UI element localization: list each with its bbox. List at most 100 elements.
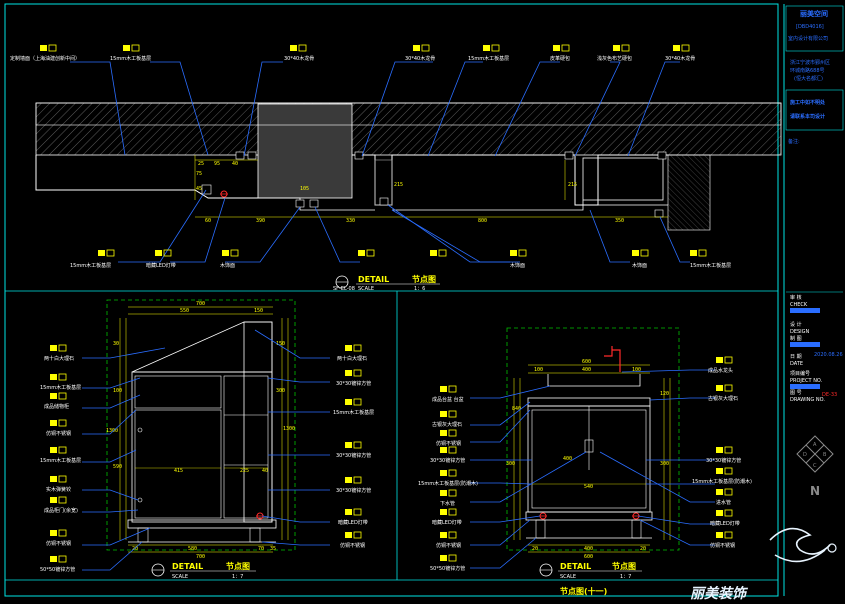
right-leaders [470, 369, 715, 569]
tb-field-4: 制 图 [790, 335, 802, 342]
ldim-side-3: 1300 [283, 426, 295, 432]
dim-small-5: 215 [394, 182, 403, 188]
compass-b: B [823, 452, 827, 458]
ldim-mid-2: 40 [262, 468, 268, 474]
dim-small-2: 40 [232, 161, 238, 167]
tb-notice1: 施工中如不明处 [789, 99, 826, 106]
dim-small-4: 45 [196, 186, 202, 192]
top-label-0: 定制墙面（上海油建创新中间） [10, 55, 80, 62]
tb-sub2: 室内设计有限公司 [788, 35, 828, 42]
rdim-top-0: 600 [582, 359, 591, 365]
left-llabel-7: 仿铜不锈钢 [46, 540, 71, 547]
left-rlabel-3: 30*30镀锌方管 [336, 452, 371, 459]
tb-field-0: 审 核 [790, 294, 802, 301]
left-detail-title: DETAIL 节点图 SCALE 1：7 [151, 561, 256, 580]
dim-bottom-3: 800 [478, 218, 487, 224]
right-llabel-1: 古银灰大理石 [432, 421, 462, 428]
right-llabel-4: 15mm木工板基层(防潮木) [418, 480, 478, 487]
dim-small-1: 95 [214, 161, 220, 167]
top-detail-title: SF-EL-08 DETAIL 节点图 SCALE 1：6 [333, 274, 440, 292]
compass-c: C [813, 463, 817, 469]
right-rlabel-3: 15mm木工板基层(防潮木) [692, 478, 752, 485]
right-llabel-7: 仿铜不锈钢 [436, 542, 461, 549]
top-section-detail [35, 102, 782, 231]
top-label-4: 15mm木工板基层 [468, 55, 509, 62]
right-rlabel-1: 古银灰大理石 [708, 395, 738, 402]
top-label-6: 浅灰色布艺硬包 [597, 55, 632, 62]
top-blabel-5: 15mm木工板基层 [690, 262, 731, 269]
left-llabel-6: 成品柜门(余宽) [44, 507, 78, 514]
tb-field-9: PROJECT NO. [790, 378, 823, 384]
tb-company: 丽美空间 [800, 9, 828, 18]
ldim-mid-1: 225 [240, 468, 249, 474]
top-labels: 定制墙面（上海油建创新中间） 15mm木工板基层 30*40木龙骨 30*40木… [10, 44, 731, 269]
dim-bottom-0: 60 [205, 218, 211, 224]
right-llabel-2: 仿铜不锈钢 [436, 440, 461, 447]
ldim-bot-1: 70 [258, 546, 264, 552]
ldim-bot-2: 35 [270, 546, 276, 552]
tag-group-bottom [98, 249, 707, 257]
tb-address2: 环城南路688号 [790, 67, 825, 74]
drawing-frame [4, 3, 785, 597]
right-llabel-6: 暗藏LED灯带 [432, 519, 462, 526]
top-scale-value: 1：6 [414, 286, 425, 292]
top-label-2: 30*40木龙骨 [284, 55, 314, 62]
top-ref: SF-EL-08 [333, 286, 355, 292]
top-blabel-0: 15mm木工板基层 [70, 262, 111, 269]
top-label-5: 皮革硬包 [550, 55, 570, 62]
left-leaders [82, 329, 330, 571]
right-labels: 成品台盆 台盆 古银灰大理石 仿铜不锈钢 30*30镀锌方管 15mm木工板基层… [418, 356, 752, 572]
ldim-side-6: 150 [276, 341, 285, 347]
top-blabel-1: 暗藏LED灯带 [146, 262, 176, 269]
right-node-title: 节点图 [612, 561, 636, 571]
ldim-side-5: 300 [276, 388, 285, 394]
top-label-3: 30*40木龙骨 [405, 55, 435, 62]
top-detail-label: DETAIL [358, 275, 389, 284]
rdim-bot-0: 20 [532, 546, 538, 552]
right-rlabel-5: 暗藏LED灯带 [710, 520, 740, 527]
tb-date: 2020.08.26 [814, 352, 843, 358]
tb-field-10: 图 号 [790, 390, 802, 396]
left-rlabel-5: 暗藏LED灯带 [338, 519, 368, 526]
rdim-side-2: 840 [512, 406, 521, 412]
dim-small-7: 105 [300, 186, 309, 192]
top-label-1: 15mm木工板基层 [110, 55, 151, 62]
rdim-top-2: 400 [582, 367, 591, 373]
rdim-bot-1: 540 [584, 484, 593, 490]
rdim-bot-4: 600 [584, 554, 593, 560]
tb-field-11: DRAWING NO. [790, 397, 825, 403]
top-blabel-2: 木饰面 [220, 262, 235, 269]
compass-d: D [803, 452, 807, 458]
left-llabel-8: 50*50镀锌方管 [40, 566, 75, 573]
top-node-title: 节点图 [412, 274, 436, 284]
right-rlabel-0: 成品水龙头 [708, 367, 733, 374]
tb-field-6: 日 期 [790, 354, 802, 360]
rdim-side-1: 400 [563, 456, 572, 462]
dim-small-3: 75 [196, 171, 202, 177]
compass-icon [796, 435, 834, 473]
tb-notice2: 请联系本司设计 [790, 113, 825, 120]
right-llabel-5: 下水管 [440, 500, 455, 507]
rdim-side-4: 300 [660, 461, 669, 467]
top-blabel-3: 木饰面 [510, 262, 525, 269]
rdim-side-3: 120 [660, 391, 669, 397]
top-dimensions: 60 390 330 800 350 25 95 40 75 45 215 21… [196, 161, 624, 224]
tb-drawing-no: DE-33 [822, 392, 837, 398]
ldim-side-0: 30 [113, 341, 119, 347]
ldim-side-2: 1300 [106, 428, 118, 434]
left-rlabel-0: 两十白大理石 [337, 355, 367, 362]
ldim-top-1: 550 [180, 308, 189, 314]
left-llabel-2: 成品储物柜 [44, 403, 69, 410]
top-blabel-4: 木饰面 [632, 262, 647, 269]
right-scale-label: SCALE [560, 574, 576, 580]
top-leaders [70, 61, 690, 263]
rdim-bot-3: 400 [584, 546, 593, 552]
right-cabinet-detail [506, 327, 680, 553]
right-rlabel-4: 进水管 [716, 499, 731, 506]
sheet-title: 节点图(十一) [560, 586, 607, 596]
left-llabel-0: 两十白大理石 [44, 355, 74, 362]
left-rlabel-2: 15mm木工板基层 [333, 409, 374, 416]
right-rlabel-2: 30*30镀锌方管 [706, 457, 741, 464]
ldim-top-0: 700 [196, 301, 205, 307]
